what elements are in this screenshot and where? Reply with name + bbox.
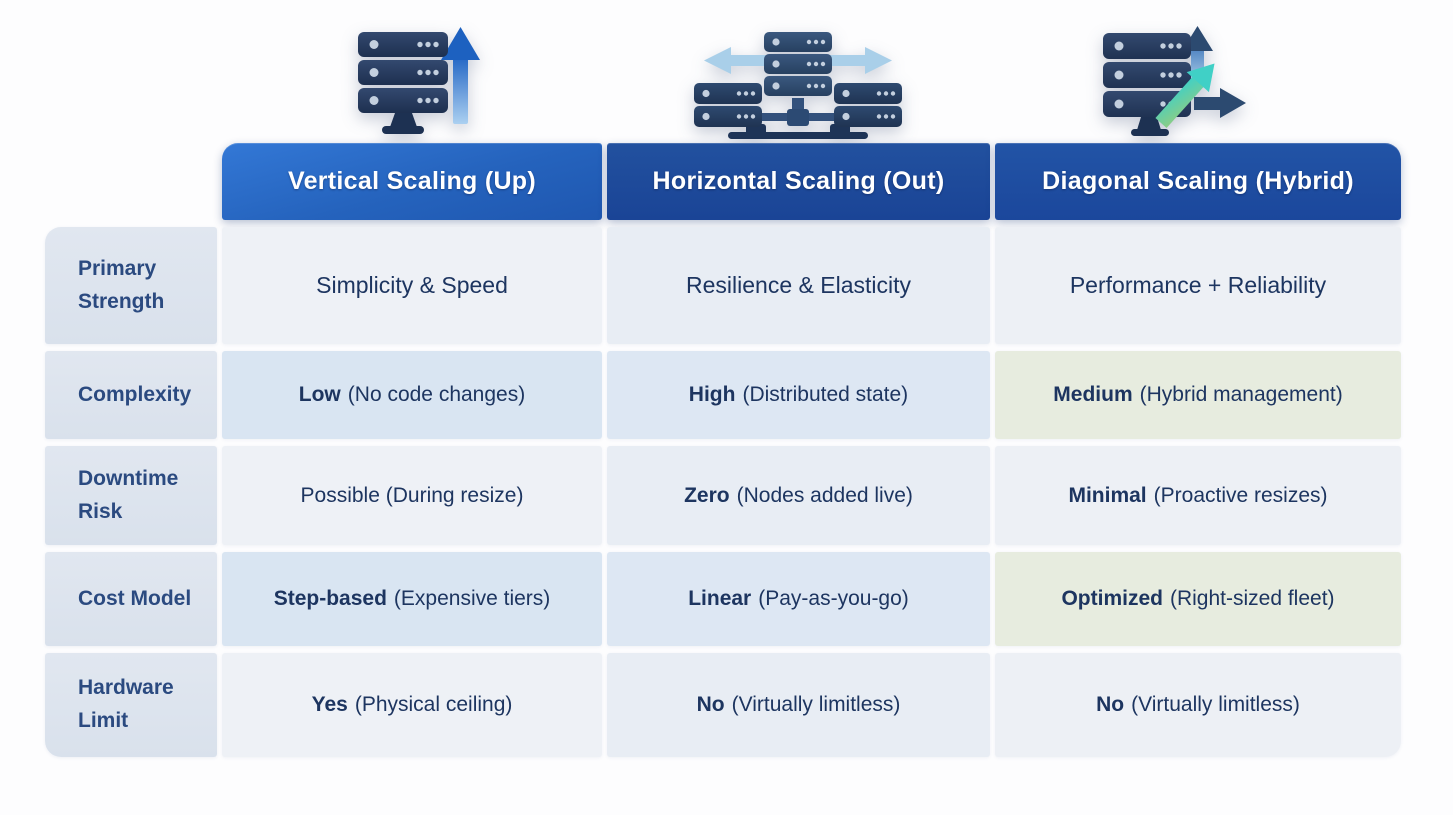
cell-primary-strength-diagonal: Performance + Reliability bbox=[995, 227, 1401, 344]
cell-cost-model-horizontal: Linear(Pay-as-you-go) bbox=[607, 552, 990, 646]
cell-hardware-limit-vertical: Yes(Physical ceiling) bbox=[222, 653, 602, 757]
cell-text: Simplicity & Speed bbox=[316, 272, 508, 298]
cell-text: Minimal(Proactive resizes) bbox=[1068, 483, 1328, 507]
cell-text: Medium(Hybrid management) bbox=[1053, 383, 1343, 406]
row-label-downtime-risk: Downtime Risk bbox=[45, 446, 217, 545]
cell-text: Optimized(Right-sized fleet) bbox=[1061, 587, 1335, 610]
cell-complexity-vertical: Low(No code changes) bbox=[222, 351, 602, 439]
cell-text: No(Virtually limitless) bbox=[1096, 693, 1300, 716]
cell-text: Performance + Reliability bbox=[1069, 272, 1327, 298]
row-label-hardware-limit: Hardware Limit bbox=[45, 653, 217, 757]
column-header-diagonal-scaling: Diagonal Scaling (Hybrid) bbox=[995, 143, 1401, 220]
cell-text: Resilience & Elasticity bbox=[686, 272, 911, 298]
cell-complexity-horizontal: High(Distributed state) bbox=[607, 351, 990, 439]
cell-hardware-limit-diagonal: No(Virtually limitless) bbox=[995, 653, 1401, 757]
horizontal-scaling-icon bbox=[688, 28, 908, 146]
cell-primary-strength-vertical: Simplicity & Speed bbox=[222, 227, 602, 344]
cell-primary-strength-horizontal: Resilience & Elasticity bbox=[607, 227, 990, 344]
comparison-table: Vertical Scaling (Up) Horizontal Scaling… bbox=[45, 143, 1401, 757]
row-label-cost-model: Cost Model bbox=[45, 552, 217, 646]
cell-complexity-diagonal: Medium(Hybrid management) bbox=[995, 351, 1401, 439]
diagonal-scaling-icon bbox=[1095, 20, 1250, 142]
cell-downtime-risk-diagonal: Minimal(Proactive resizes) bbox=[995, 446, 1401, 545]
cell-cost-model-vertical: Step-based(Expensive tiers) bbox=[222, 552, 602, 646]
row-label-complexity: Complexity bbox=[45, 351, 217, 439]
cell-text: Possible (During resize) bbox=[300, 483, 524, 507]
cell-downtime-risk-vertical: Possible (During resize) bbox=[222, 446, 602, 545]
row-label-primary-strength: Primary Strength bbox=[45, 227, 217, 344]
table-corner-spacer bbox=[45, 143, 217, 220]
cell-text: Yes(Physical ceiling) bbox=[311, 693, 513, 716]
cell-text: Zero(Nodes added live) bbox=[684, 483, 913, 507]
vertical-scaling-icon bbox=[332, 22, 492, 142]
column-header-horizontal-scaling: Horizontal Scaling (Out) bbox=[607, 143, 990, 220]
cell-hardware-limit-horizontal: No(Virtually limitless) bbox=[607, 653, 990, 757]
cell-downtime-risk-horizontal: Zero(Nodes added live) bbox=[607, 446, 990, 545]
cell-text: No(Virtually limitless) bbox=[696, 693, 901, 716]
cell-text: High(Distributed state) bbox=[688, 383, 909, 406]
cell-text: Step-based(Expensive tiers) bbox=[273, 587, 551, 610]
column-header-vertical-scaling: Vertical Scaling (Up) bbox=[222, 143, 602, 220]
cell-text: Low(No code changes) bbox=[298, 383, 526, 406]
cell-text: Linear(Pay-as-you-go) bbox=[688, 587, 909, 610]
cell-cost-model-diagonal: Optimized(Right-sized fleet) bbox=[995, 552, 1401, 646]
